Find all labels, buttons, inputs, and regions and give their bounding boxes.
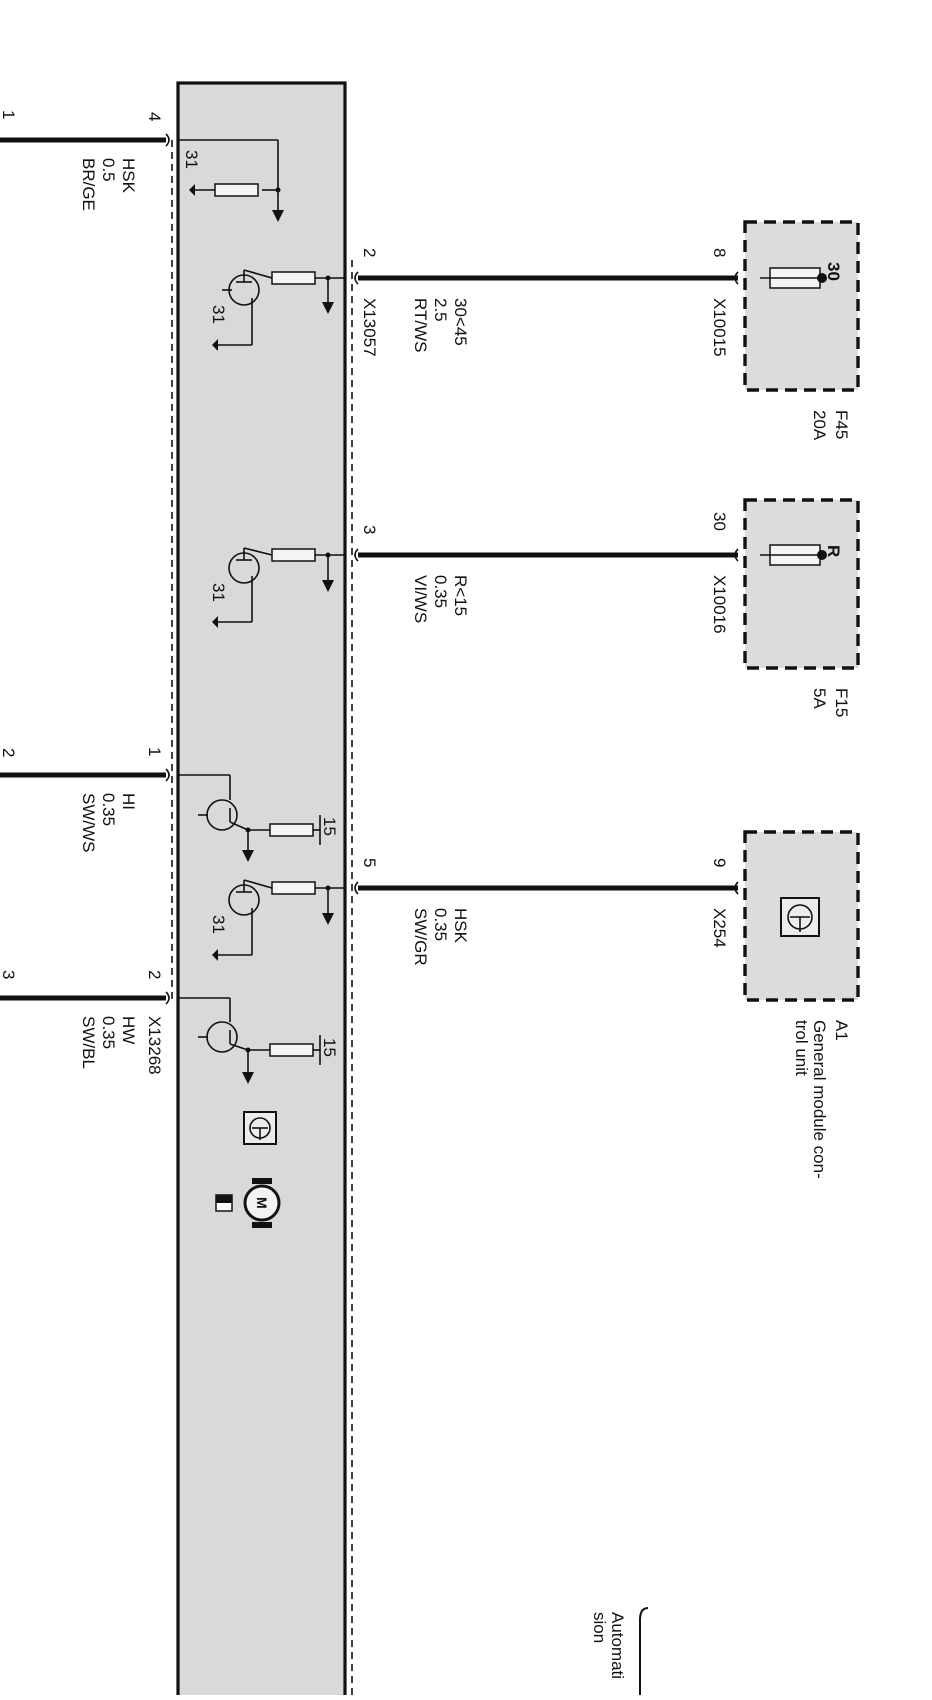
x254-contact bbox=[734, 881, 739, 895]
svg-text:Automati: Automati bbox=[608, 1612, 627, 1679]
svg-text:F45: F45 bbox=[832, 410, 851, 439]
fuse-f45-pin: 8 bbox=[710, 248, 729, 257]
fuse-f15-connector: X10016 bbox=[710, 575, 729, 634]
fuse-f45-connector: X10015 bbox=[710, 298, 729, 357]
fuse-f15-terminal: R bbox=[824, 545, 843, 557]
ground-31-pin3: 31 bbox=[209, 583, 228, 602]
svg-text:General module con-: General module con- bbox=[810, 1020, 829, 1179]
fuse-f15-label: F15 5A bbox=[810, 688, 851, 717]
transistor-pin2b bbox=[178, 997, 321, 1084]
pin-5-number: 5 bbox=[360, 858, 379, 867]
left-stub-2: 2 bbox=[0, 748, 18, 757]
pin3-contact bbox=[354, 548, 359, 562]
fuse-f45-label: F45 20A bbox=[810, 410, 851, 441]
supply-15-pin1: 15 bbox=[320, 817, 339, 836]
svg-text:BR/GE: BR/GE bbox=[79, 158, 98, 211]
fuse-f45-symbol bbox=[760, 267, 827, 289]
svg-text:VI/WS: VI/WS bbox=[411, 575, 430, 623]
pin4-contact bbox=[165, 133, 170, 147]
fuse-f15-box bbox=[743, 498, 860, 670]
ground-31-pin4: 31 bbox=[182, 150, 201, 169]
x10015-contact bbox=[734, 271, 739, 285]
x10016-contact bbox=[734, 548, 739, 562]
svg-text:2.5: 2.5 bbox=[431, 298, 450, 322]
note-bracket bbox=[639, 1607, 649, 1695]
pin2b-contact bbox=[165, 991, 170, 1005]
svg-text:F15: F15 bbox=[832, 688, 851, 717]
wire-label-pin4: HSK 0.5 BR/GE bbox=[79, 158, 138, 211]
footer-note: Automati sion bbox=[590, 1612, 627, 1679]
motor-label: M bbox=[254, 1197, 270, 1209]
pin1-contact bbox=[165, 768, 170, 782]
general-module-label: A1 General module con- trol unit bbox=[792, 1020, 851, 1179]
transistor-pin1 bbox=[178, 774, 321, 862]
connector-x13057: X13057 bbox=[360, 298, 379, 357]
svg-text:A1: A1 bbox=[832, 1020, 851, 1041]
transistor-pin2 bbox=[212, 269, 345, 351]
general-module-pin: 9 bbox=[710, 858, 729, 867]
svg-text:HI: HI bbox=[119, 793, 138, 810]
fuse-f45-box bbox=[743, 220, 860, 392]
general-module-connector: X254 bbox=[710, 908, 729, 948]
wire-label-pin3: R<15 0.35 VI/WS bbox=[411, 575, 470, 623]
left-stub-3: 3 bbox=[0, 970, 18, 979]
fuse-f45-terminal: 30 bbox=[824, 262, 843, 281]
control-module-body bbox=[176, 81, 347, 1700]
svg-text:trol unit: trol unit bbox=[792, 1020, 811, 1076]
svg-text:HSK: HSK bbox=[119, 158, 138, 194]
svg-text:0.35: 0.35 bbox=[431, 908, 450, 941]
module-transistor-icon bbox=[243, 1111, 277, 1145]
svg-text:HSK: HSK bbox=[451, 908, 470, 944]
svg-text:0.35: 0.35 bbox=[99, 793, 118, 826]
transistor-pin3 bbox=[212, 547, 345, 628]
supply-15-pin2b: 15 bbox=[320, 1038, 339, 1057]
pin2-contact bbox=[354, 271, 359, 285]
general-module-transistor-icon bbox=[780, 897, 820, 937]
svg-text:SW/WS: SW/WS bbox=[79, 793, 98, 853]
svg-text:R<15: R<15 bbox=[451, 575, 470, 616]
ground-31-pin2: 31 bbox=[209, 305, 228, 324]
pin4-resistor-branch bbox=[178, 139, 284, 222]
pin-2b-number: 2 bbox=[145, 970, 164, 979]
fuse-f15-symbol bbox=[760, 544, 827, 566]
transistor-pin5 bbox=[212, 879, 345, 961]
wire-label-pin5: HSK 0.35 SW/GR bbox=[411, 908, 470, 966]
svg-text:HW: HW bbox=[119, 1016, 138, 1044]
svg-text:20A: 20A bbox=[810, 410, 829, 441]
pin-1-number: 1 bbox=[145, 747, 164, 756]
svg-text:SW/GR: SW/GR bbox=[411, 908, 430, 966]
svg-text:sion: sion bbox=[590, 1612, 609, 1643]
svg-text:SW/BL: SW/BL bbox=[79, 1016, 98, 1069]
pin5-contact bbox=[354, 881, 359, 895]
motor-icon bbox=[215, 1178, 281, 1228]
fuse-f15-pin: 30 bbox=[710, 512, 729, 531]
connector-x13268: X13268 bbox=[145, 1016, 164, 1075]
svg-text:0.5: 0.5 bbox=[99, 158, 118, 182]
ground-31-pin5: 31 bbox=[209, 915, 228, 934]
pin-2-number: 2 bbox=[360, 248, 379, 257]
wire-label-pin2b: HW 0.35 SW/BL bbox=[79, 1016, 138, 1069]
svg-text:0.35: 0.35 bbox=[99, 1016, 118, 1049]
svg-text:0.35: 0.35 bbox=[431, 575, 450, 608]
svg-text:5A: 5A bbox=[810, 688, 829, 709]
svg-text:RT/WS: RT/WS bbox=[411, 298, 430, 352]
pin-3-number: 3 bbox=[360, 525, 379, 534]
wire-label-pin2: 30<45 2.5 RT/WS bbox=[411, 298, 470, 352]
wire-label-pin1: HI 0.35 SW/WS bbox=[79, 793, 138, 853]
left-stub-1: 1 bbox=[0, 110, 18, 119]
svg-text:30<45: 30<45 bbox=[451, 298, 470, 346]
pin-4-number: 4 bbox=[145, 112, 164, 121]
